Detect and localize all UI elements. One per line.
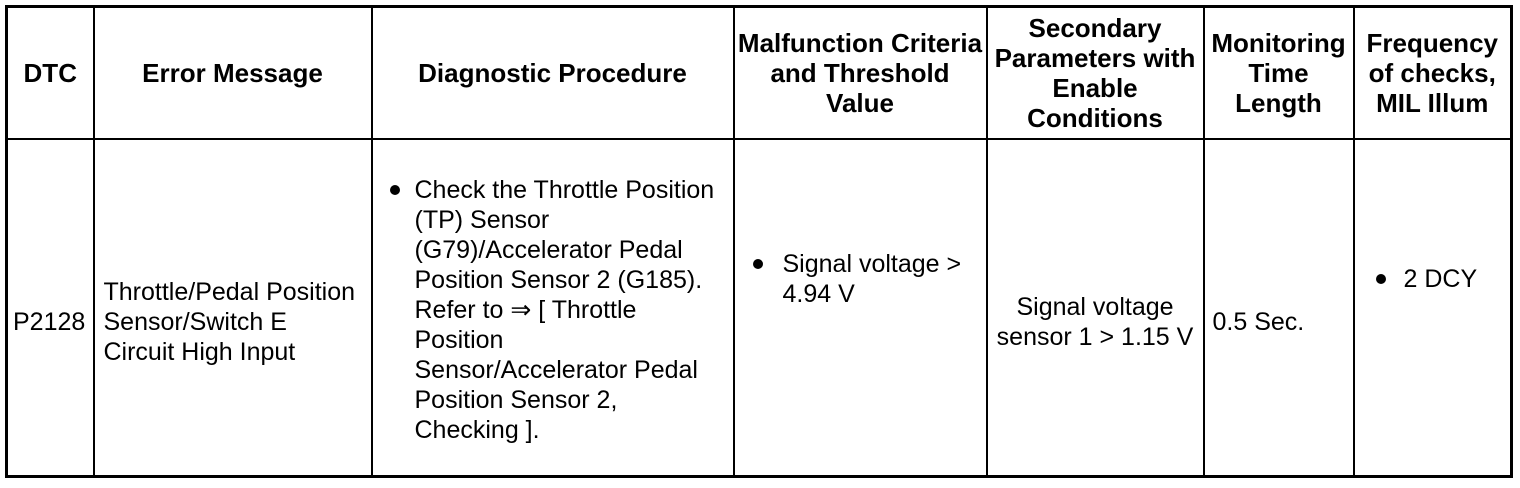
cell-secondary-parameters: Signal voltage sensor 1 > 1.15 V [985, 137, 1205, 477]
frequency-text: 2 DCY [1403, 265, 1478, 293]
bullet-icon [389, 184, 400, 195]
error-message-text: Throttle/Pedal Position Sensor/Switch E … [103, 278, 356, 366]
header-diagnostic-procedure: Diagnostic Procedure [370, 5, 735, 140]
header-monitoring-time: Monitoring Time Length [1202, 5, 1355, 140]
cell-frequency: 2 DCY [1352, 137, 1513, 477]
diagnostic-procedure-item: Check the Throttle Position (TP) Sensor … [389, 175, 729, 445]
bullet-icon [752, 259, 763, 269]
header-frequency: Frequency of checks, MIL Illum [1352, 5, 1513, 140]
cell-malfunction-criteria: Signal voltage > 4.94 V [732, 137, 988, 477]
cell-monitoring-time: 0.5 Sec. [1202, 137, 1355, 477]
header-dtc: DTC [5, 5, 95, 140]
header-secondary-parameters: Secondary Parameters with Enable Conditi… [985, 5, 1205, 140]
header-malfunction-criteria: Malfunction Criteria and Threshold Value [732, 5, 988, 140]
bullet-icon [1375, 274, 1386, 284]
cell-diagnostic-procedure: Check the Throttle Position (TP) Sensor … [370, 137, 735, 477]
cell-error-message: Throttle/Pedal Position Sensor/Switch E … [92, 137, 373, 477]
header-error-message: Error Message [92, 5, 373, 140]
malfunction-criteria-item: Signal voltage > 4.94 V [752, 249, 985, 309]
malfunction-criteria-text: Signal voltage > 4.94 V [782, 250, 962, 308]
monitoring-time-text: 0.5 Sec. [1212, 308, 1305, 336]
diagnostic-procedure-text: Check the Throttle Position (TP) Sensor … [414, 175, 715, 444]
table-row: P2128 Throttle/Pedal Position Sensor/Swi… [5, 137, 1513, 477]
cell-dtc-code: P2128 [5, 137, 95, 477]
secondary-parameters-text: Signal voltage sensor 1 > 1.15 V [996, 293, 1194, 351]
frequency-item: 2 DCY [1375, 264, 1510, 294]
dtc-table: DTC Error Message Diagnostic Procedure M… [5, 5, 1513, 478]
dtc-code: P2128 [13, 308, 86, 336]
table-header-row: DTC Error Message Diagnostic Procedure M… [5, 5, 1513, 140]
